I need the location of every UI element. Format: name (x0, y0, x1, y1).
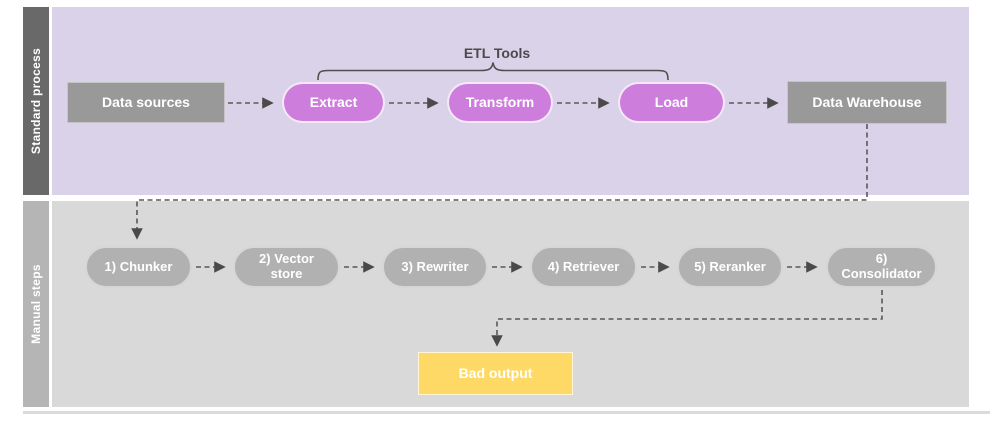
node-retriever: 4) Retriever (530, 246, 637, 288)
node-data-sources-label: Data sources (102, 94, 190, 111)
bottom-divider (23, 411, 990, 414)
node-load-label: Load (654, 94, 689, 111)
node-load: Load (618, 82, 725, 123)
node-extract-label: Extract (309, 94, 358, 111)
lane-label-manual-steps: Manual steps (29, 264, 43, 344)
node-retriever-label: 4) Retriever (547, 258, 620, 274)
lane-header-manual-steps: Manual steps (23, 201, 49, 407)
node-data-sources: Data sources (67, 82, 225, 123)
node-bad-output: Bad output (418, 352, 573, 395)
etl-tools-group-label: ETL Tools (463, 45, 531, 61)
node-consolidator-label: 6) Consolidator (841, 251, 922, 281)
node-transform-label: Transform (465, 94, 535, 111)
node-data-warehouse: Data Warehouse (787, 81, 947, 124)
node-data-warehouse-label: Data Warehouse (812, 94, 922, 111)
node-extract: Extract (282, 82, 385, 123)
node-bad-output-label: Bad output (458, 365, 533, 382)
node-reranker-label: 5) Reranker (694, 258, 766, 274)
node-transform: Transform (447, 82, 553, 123)
node-chunker-label: 1) Chunker (104, 258, 173, 274)
node-vector-store-label: 2) Vector store (259, 251, 314, 281)
node-rewriter-label: 3) Rewriter (401, 258, 469, 274)
node-consolidator: 6) Consolidator (826, 246, 937, 288)
node-rewriter: 3) Rewriter (382, 246, 488, 288)
node-chunker: 1) Chunker (85, 246, 192, 288)
lane-label-standard-process: Standard process (29, 47, 44, 155)
node-vector-store: 2) Vector store (233, 246, 340, 288)
lane-header-standard-process: Standard process (23, 7, 49, 195)
node-reranker: 5) Reranker (677, 246, 783, 288)
